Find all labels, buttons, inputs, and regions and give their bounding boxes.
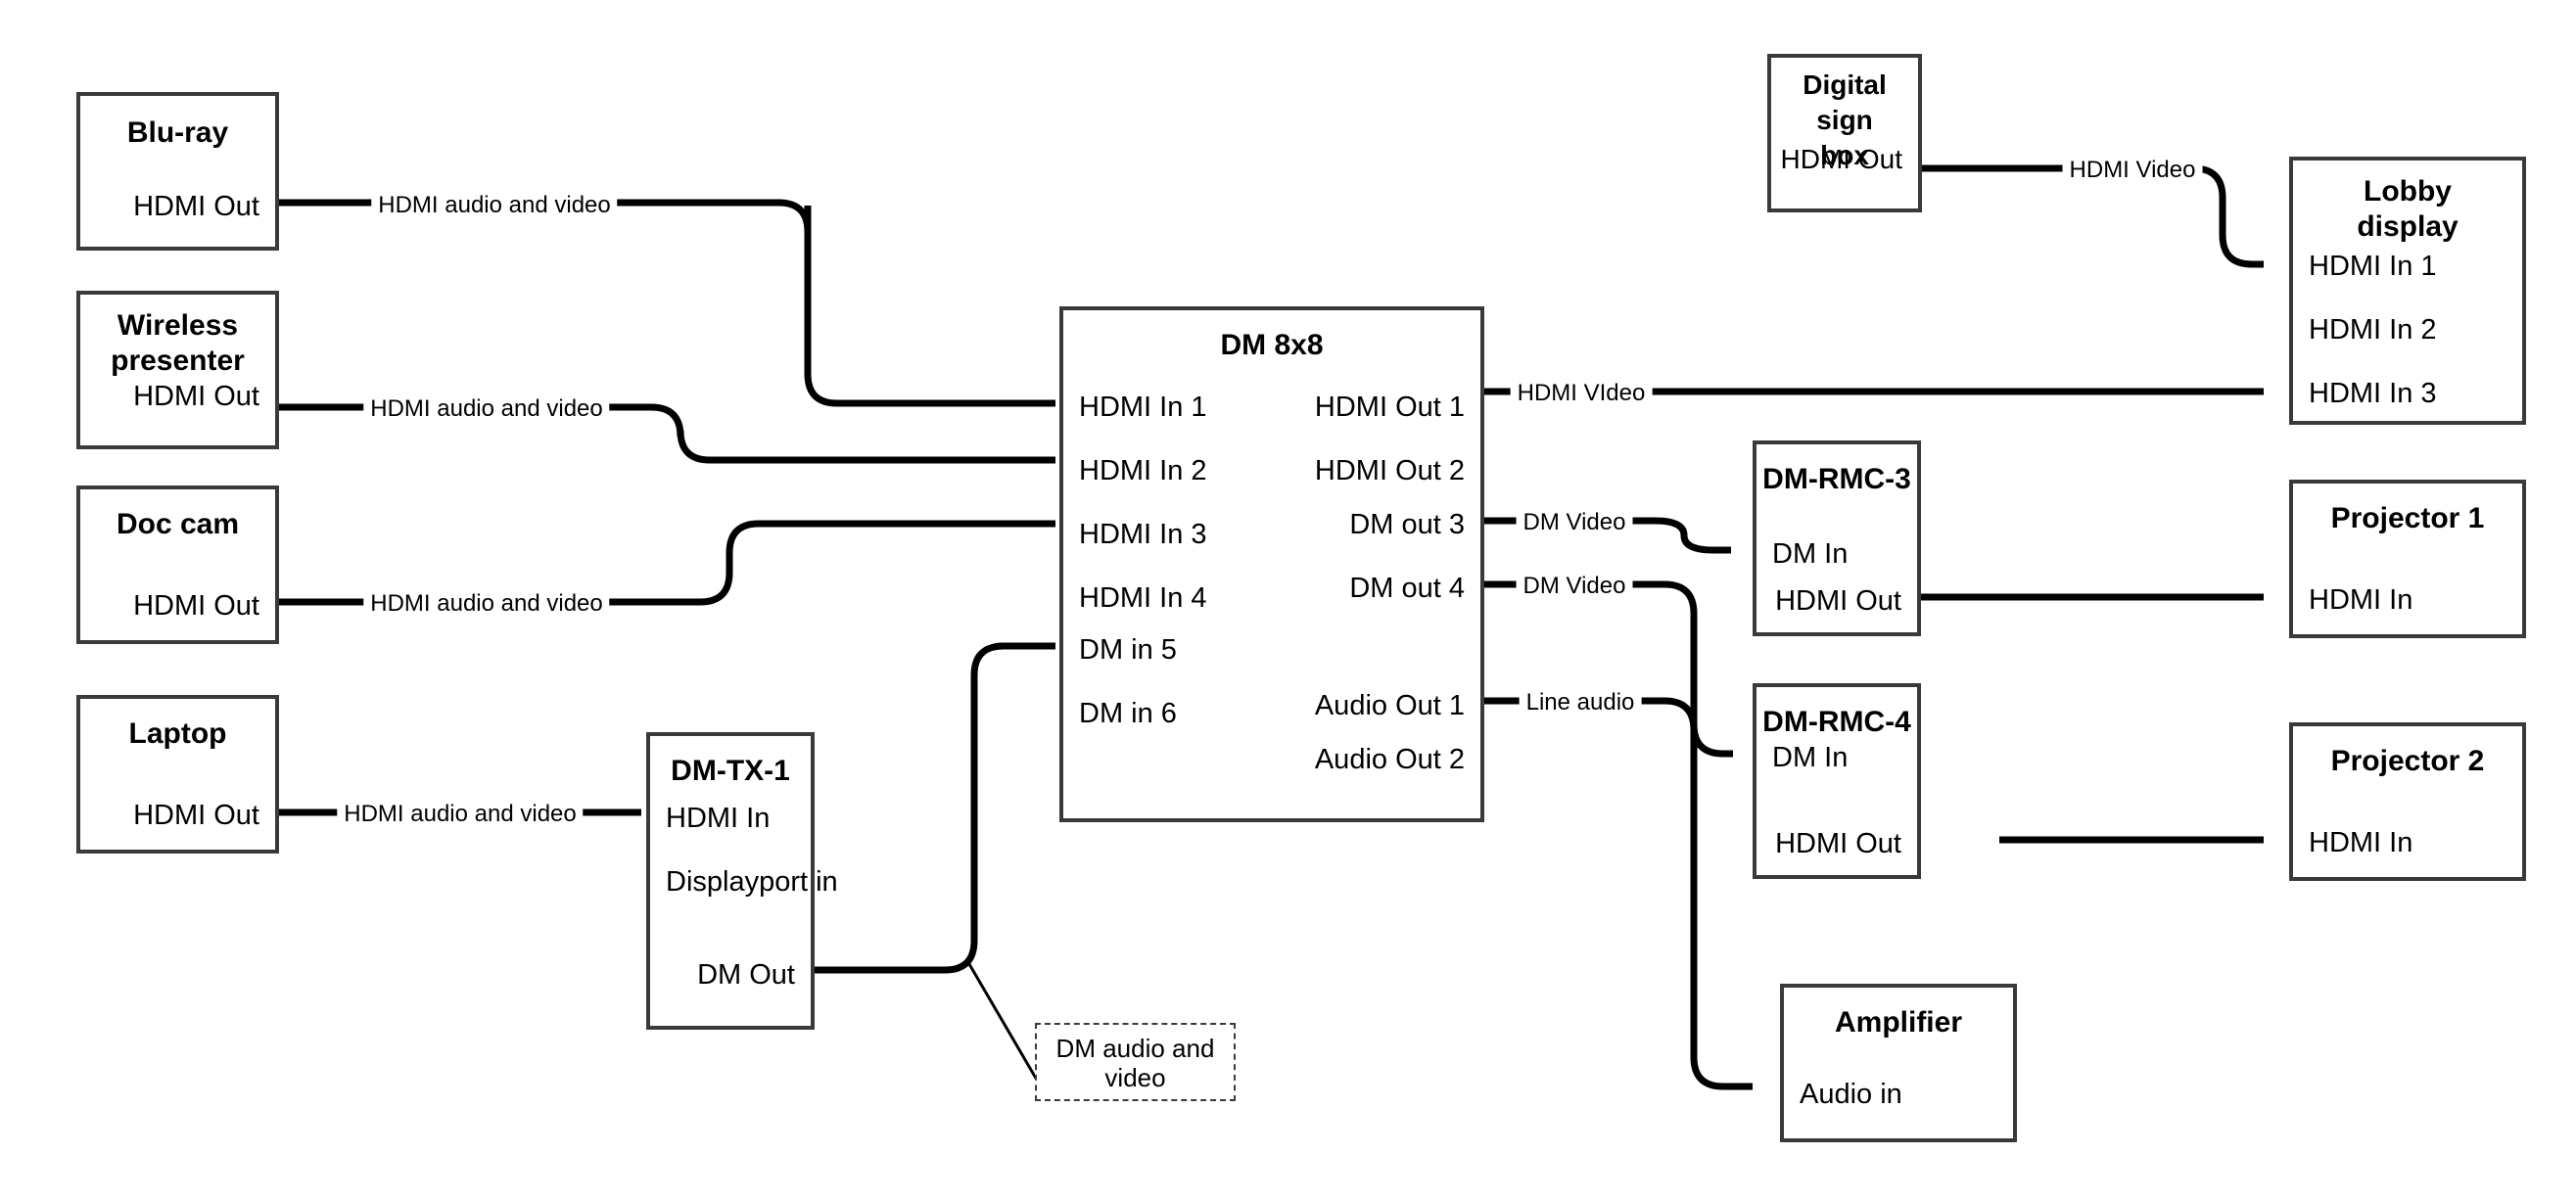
projector-1-port-hdmi-in[interactable]: HDMI In	[2309, 584, 2413, 616]
wire-dmtx1-to-dm8x8	[815, 642, 1055, 974]
edge-label-audioout1: Line audio	[1519, 690, 1642, 716]
node-dm-rmc-3[interactable]: DM-RMC-3 DM In HDMI Out	[1753, 440, 1921, 636]
edge-label-doccam: HDMI audio and video	[363, 591, 610, 617]
dm-8x8-output-dm-out-3[interactable]: DM out 3	[1349, 509, 1465, 540]
edge-label-dmout3: DM Video	[1516, 510, 1633, 535]
wire-dm8x8-audioout1-to-amplifier	[1484, 697, 1753, 1090]
wire-bluray-to-dm8x8	[279, 199, 1055, 407]
dm-rmc-4-title: DM-RMC-4	[1762, 706, 1911, 738]
dm-tx-1-port-displayport-in[interactable]: Displayport in	[666, 866, 838, 898]
bluray-title: Blu-ray	[126, 116, 229, 149]
dm-tx-1-title: DM-TX-1	[671, 755, 790, 787]
node-projector-1[interactable]: Projector 1 HDMI In	[2289, 480, 2526, 638]
dm-rmc-3-port-hdmi-out[interactable]: HDMI Out	[1775, 585, 1901, 617]
node-dm-8x8[interactable]: DM 8x8 HDMI In 1 HDMI In 2 HDMI In 3 HDM…	[1059, 306, 1484, 822]
note-dm-audio-and-video-text: DM audio and video	[1055, 1034, 1215, 1092]
edge-label-wireless: HDMI audio and video	[363, 396, 610, 422]
wire-dm8x8-dmout3-to-rmc3	[1484, 517, 1731, 554]
dm-8x8-output-dm-out-4[interactable]: DM out 4	[1349, 573, 1465, 604]
dm-8x8-input-hdmi-in-3[interactable]: HDMI In 3	[1079, 519, 1207, 550]
wire-dm8x8-dmout4-to-rmc4	[1484, 580, 1733, 758]
laptop-port-hdmi-out[interactable]: HDMI Out	[133, 800, 259, 831]
wire-wireless-to-dm8x8	[279, 403, 1055, 464]
node-dm-rmc-4[interactable]: DM-RMC-4 DM In HDMI Out	[1753, 683, 1921, 879]
amplifier-title: Amplifier	[1834, 1006, 1963, 1039]
projector-2-title: Projector 2	[2330, 745, 2485, 777]
note-dm-audio-and-video: DM audio and video	[1035, 1023, 1236, 1101]
edge-label-bluray: HDMI audio and video	[371, 193, 618, 218]
node-digital-sign-box[interactable]: Digital sign box HDMI Out	[1767, 54, 1922, 212]
dm-8x8-output-audio-out-2[interactable]: Audio Out 2	[1314, 744, 1465, 775]
dm-8x8-title: DM 8x8	[1220, 329, 1324, 361]
node-dm-tx-1[interactable]: DM-TX-1 HDMI In Displayport in DM Out	[646, 732, 838, 1030]
dm-rmc-3-title: DM-RMC-3	[1762, 463, 1911, 495]
node-wireless-presenter[interactable]: Wireless presenter HDMI Out	[76, 291, 279, 449]
lobby-display-input-hdmi-in-1[interactable]: HDMI In 1	[2309, 251, 2437, 282]
dm-8x8-input-dm-in-6[interactable]: DM in 6	[1079, 698, 1177, 729]
lobby-display-input-hdmi-in-2[interactable]: HDMI In 2	[2309, 314, 2437, 346]
amplifier-port-audio-in[interactable]: Audio in	[1800, 1079, 1902, 1110]
dm-tx-1-port-hdmi-in[interactable]: HDMI In	[666, 803, 771, 834]
dm-8x8-input-dm-in-5[interactable]: DM in 5	[1079, 634, 1177, 666]
node-lobby-display[interactable]: Lobby display HDMI In 1 HDMI In 2 HDMI I…	[2289, 157, 2526, 425]
digital-sign-box-title: Digital sign box	[1803, 69, 1887, 170]
edge-label-dmout4: DM Video	[1516, 574, 1633, 599]
wireless-presenter-title: Wireless presenter	[111, 309, 245, 377]
dm-8x8-output-hdmi-out-2[interactable]: HDMI Out 2	[1314, 455, 1465, 486]
dm-8x8-input-hdmi-in-1[interactable]: HDMI In 1	[1079, 392, 1207, 423]
node-bluray[interactable]: Blu-ray HDMI Out	[76, 92, 279, 251]
dm-rmc-4-port-hdmi-out[interactable]: HDMI Out	[1775, 828, 1901, 859]
bluray-port-hdmi-out[interactable]: HDMI Out	[133, 191, 259, 222]
doc-cam-port-hdmi-out[interactable]: HDMI Out	[133, 590, 259, 622]
edge-label-laptop: HDMI audio and video	[337, 802, 584, 827]
laptop-title: Laptop	[128, 717, 227, 750]
wire-signbox-to-lobby	[1922, 164, 2264, 268]
lobby-display-input-hdmi-in-3[interactable]: HDMI In 3	[2309, 378, 2437, 409]
node-amplifier[interactable]: Amplifier Audio in	[1780, 984, 2017, 1142]
dm-8x8-output-audio-out-1[interactable]: Audio Out 1	[1314, 690, 1465, 721]
dm-tx-1-port-dm-out[interactable]: DM Out	[697, 959, 795, 991]
wire-doccam-to-dm8x8	[279, 520, 1055, 606]
dm-rmc-4-port-dm-in[interactable]: DM In	[1772, 742, 1849, 773]
node-laptop[interactable]: Laptop HDMI Out	[76, 695, 279, 854]
dm-8x8-input-hdmi-in-2[interactable]: HDMI In 2	[1079, 455, 1207, 486]
leader-line-dm-note	[967, 963, 1040, 1083]
wireless-presenter-port-hdmi-out[interactable]: HDMI Out	[133, 381, 259, 412]
node-doc-cam[interactable]: Doc cam HDMI Out	[76, 485, 279, 644]
lobby-display-title: Lobby display	[2357, 175, 2459, 243]
dm-rmc-3-port-dm-in[interactable]: DM In	[1772, 538, 1849, 570]
digital-sign-box-port-hdmi-out[interactable]: HDMI Out	[1780, 144, 1902, 174]
dm-8x8-input-hdmi-in-4[interactable]: HDMI In 4	[1079, 582, 1207, 614]
dm-8x8-output-hdmi-out-1[interactable]: HDMI Out 1	[1314, 392, 1465, 423]
projector-1-title: Projector 1	[2330, 502, 2485, 534]
edge-label-hdmiout1: HDMI VIdeo	[1510, 381, 1653, 406]
projector-2-port-hdmi-in[interactable]: HDMI In	[2309, 827, 2413, 858]
doc-cam-title: Doc cam	[116, 508, 240, 540]
node-projector-2[interactable]: Projector 2 HDMI In	[2289, 722, 2526, 881]
edge-label-signbox: HDMI Video	[2062, 158, 2203, 183]
